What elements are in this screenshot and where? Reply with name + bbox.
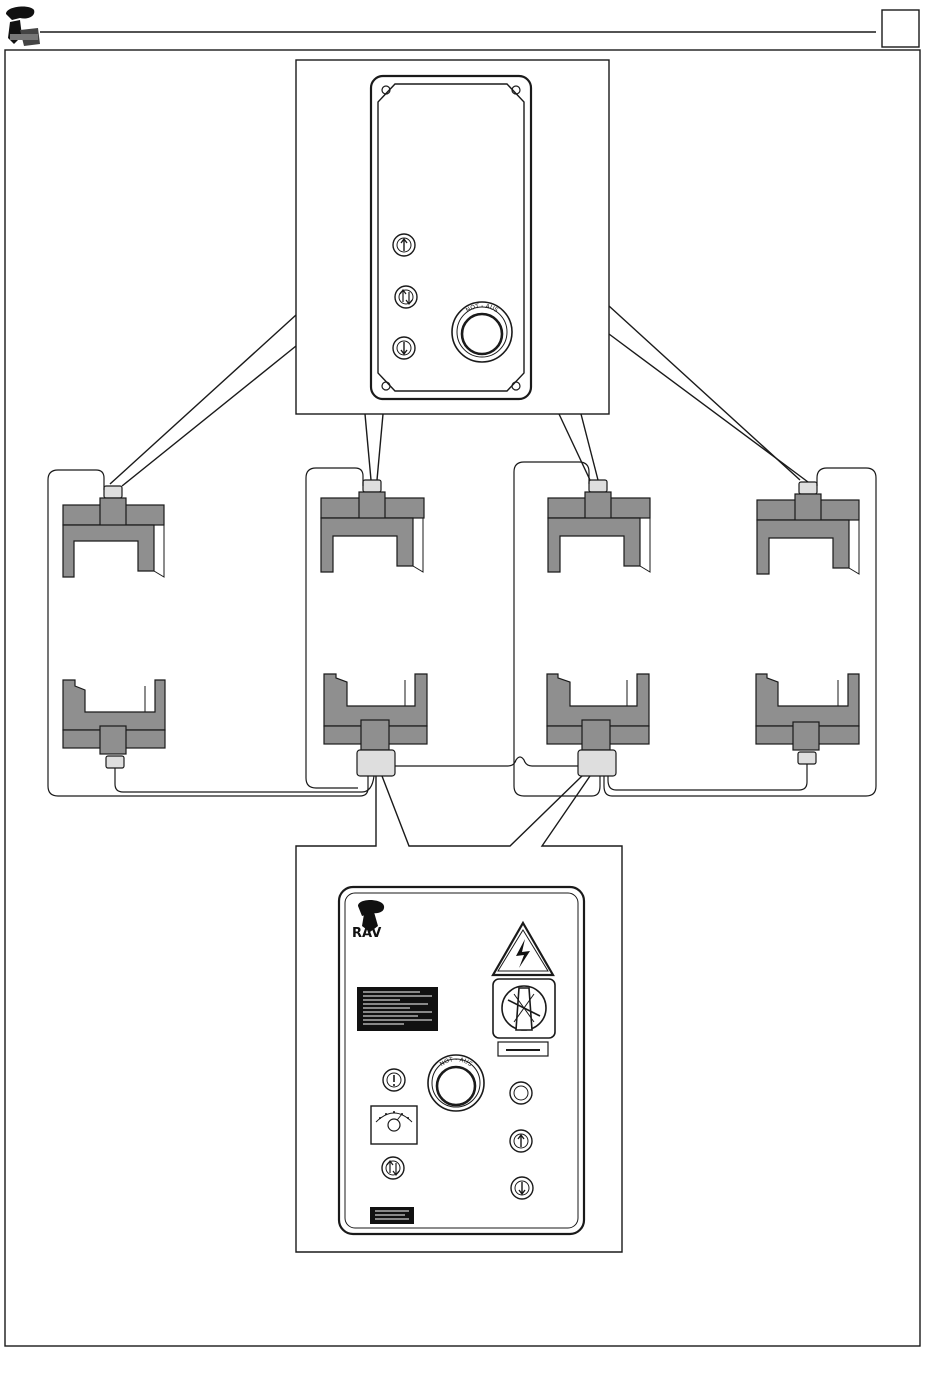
panel-down-button[interactable] (511, 1177, 533, 1199)
panel-up-down-button[interactable] (382, 1157, 404, 1179)
pendant-up-down-button[interactable] (395, 286, 417, 308)
panel-logo-text: RAV (352, 926, 381, 941)
connection-cables (48, 462, 876, 796)
lift-carriage-bottom-4 (756, 674, 859, 764)
small-label-plate (370, 1207, 414, 1224)
pendant-callout (110, 60, 808, 486)
main-switch[interactable] (493, 979, 555, 1038)
lift-carriage-bottom-3 (547, 674, 649, 776)
lift-carriage-top-3 (548, 480, 650, 572)
pendant-up-button[interactable] (393, 234, 415, 256)
lift-carriage-bottom-2 (324, 674, 427, 776)
fault-indicator-button[interactable] (383, 1069, 405, 1091)
lift-carriage-bottom-1 (63, 680, 165, 768)
header-logo-icon (6, 7, 40, 46)
pendant-control: NOT - AUS (371, 76, 531, 399)
voltmeter-icon (371, 1106, 417, 1144)
lift-carriage-top-4 (757, 482, 859, 574)
lift-carriage-top-1 (63, 486, 164, 577)
lift-carriage-top-2 (321, 480, 424, 572)
main-control-panel: RAV (339, 887, 584, 1234)
pendant-down-button[interactable] (393, 337, 415, 359)
info-label-plate (357, 987, 438, 1031)
indicator-lamp-icon (510, 1082, 532, 1104)
panel-emergency-stop-button[interactable]: NOT - AUS (428, 1055, 484, 1111)
panel-up-button[interactable] (510, 1130, 532, 1152)
pendant-emergency-stop-button[interactable]: NOT - AUS (452, 302, 512, 362)
page-number-box (882, 10, 919, 47)
